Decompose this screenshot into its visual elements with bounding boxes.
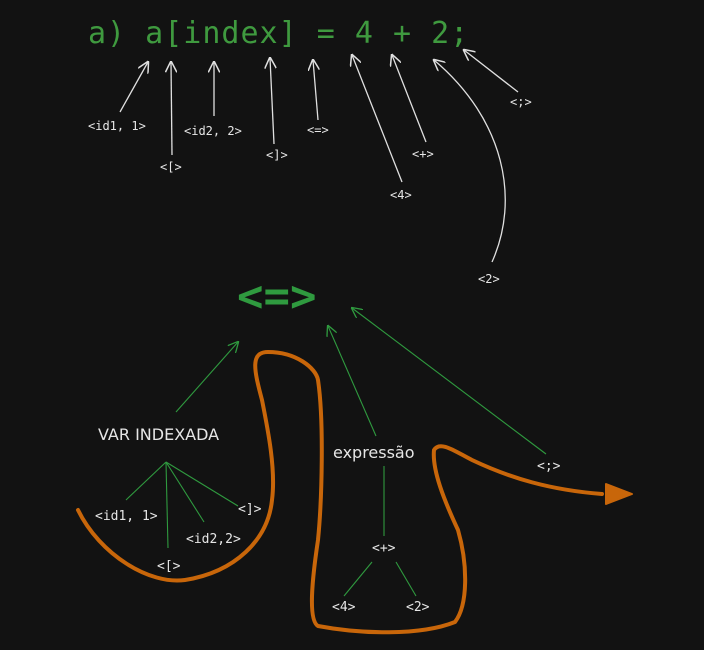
edge-var-bracket [165,461,169,549]
token-two: <2> [478,272,500,286]
edge-var-id2 [165,461,205,523]
arrow-two [434,60,506,263]
tree-leaf-id2: <id2,2> [186,532,241,547]
edge-expr-root [328,326,377,437]
tree-edges [125,308,547,597]
token-arrows [119,50,519,263]
token-equals: <=> [307,123,329,137]
tree-root: <=> [237,271,317,322]
tree-node-plus: <+> [372,541,396,556]
expression-title: a) a[index] = 4 + 2; [88,16,470,51]
arrow-close-bracket [270,58,274,145]
arrow-four [352,55,403,183]
arrow-semicolon [464,50,519,93]
edge-var-close [165,461,239,507]
tree-leaf-four: <4> [332,600,356,615]
tree-node-expressao: expressão [333,443,415,462]
token-four: <4> [390,188,412,202]
tree-leaf-id1: <id1, 1> [95,509,158,524]
tree-leaf-two: <2> [406,600,430,615]
token-plus: <+> [412,147,434,161]
traversal-arrowhead [605,483,633,505]
edge-var-root [175,342,238,413]
arrow-equals [313,60,318,121]
arrow-id1 [119,62,148,113]
edge-plus-four [343,561,373,597]
arrow-open-bracket [171,62,172,156]
edge-semicolon-root [352,308,547,455]
traversal-path [76,350,633,635]
edge-plus-two [395,561,417,597]
tree-node-semicolon: <;> [537,459,561,474]
tree-node-var-indexada: VAR INDEXADA [98,425,220,444]
token-id1: <id1, 1> [88,119,146,133]
tree-leaf-close-bracket: <]> [238,502,262,517]
token-open-bracket: <[> [160,160,182,174]
token-id2: <id2, 2> [184,124,242,138]
edge-var-id1 [125,461,167,501]
token-close-bracket: <]> [266,148,288,162]
arrow-plus [392,55,427,143]
traversal-curve [76,350,604,635]
token-semicolon: <;> [510,95,532,109]
tree-leaf-open-bracket: <[> [157,559,181,574]
